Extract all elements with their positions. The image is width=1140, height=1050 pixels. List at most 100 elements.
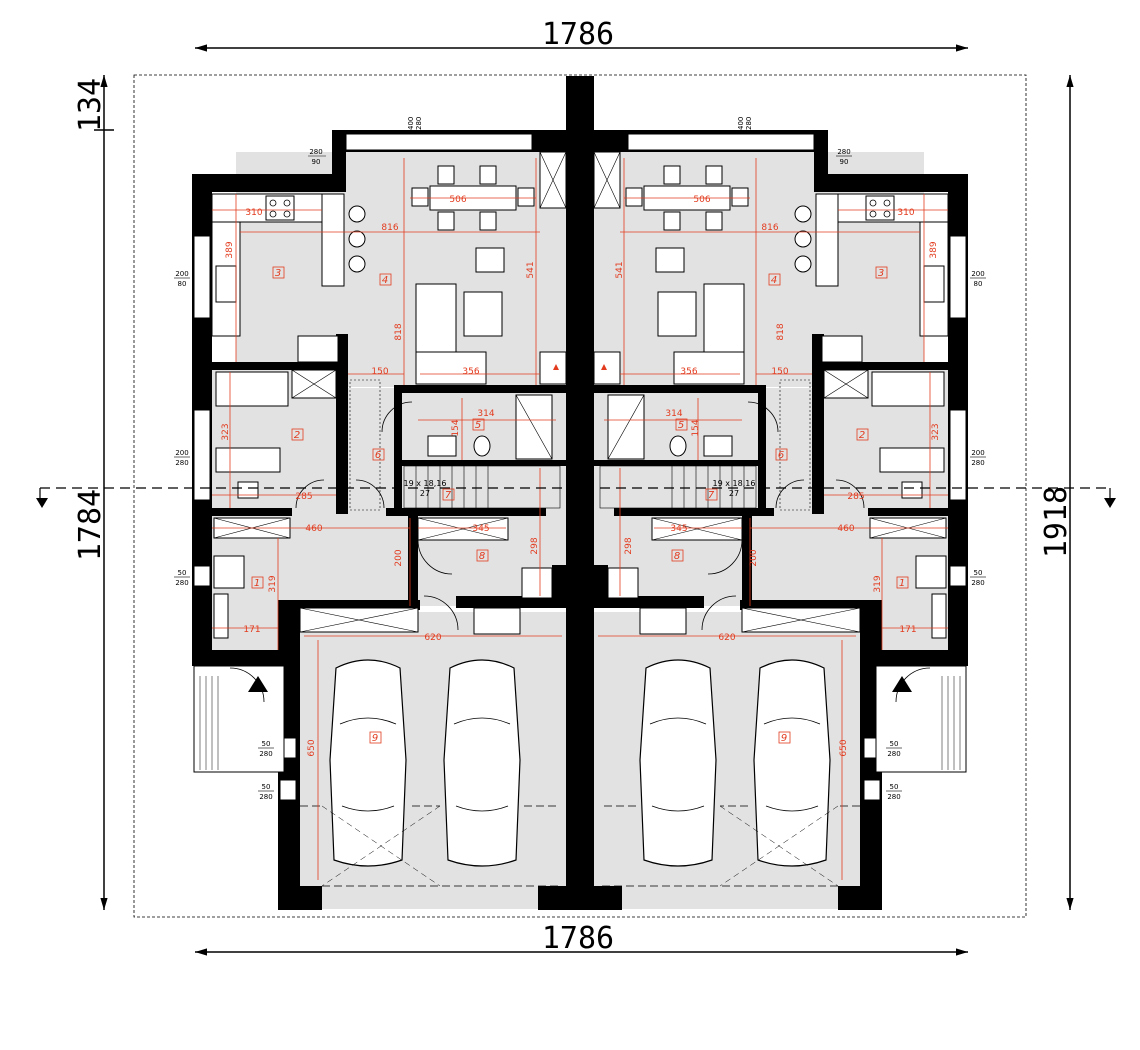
window-label: 280 (971, 579, 984, 587)
room-number: 3 (878, 268, 884, 279)
dim-bath-width: 314 (665, 409, 682, 419)
dim-bath-height: 154 (691, 419, 701, 436)
left-top-dimension: 134 (73, 78, 108, 132)
room-number: 2 (859, 430, 865, 441)
window-label: 90 (312, 158, 321, 166)
room-number: 6 (375, 450, 381, 461)
room-labels-right: 3 4 2 6 5 7 8 1 9 (671, 266, 909, 744)
window-label: 280 (837, 148, 850, 156)
window-labels-left: 400 280 280 90 200 80 200 280 50 280 50 … (174, 117, 423, 801)
window-label: 280 (887, 750, 900, 758)
room-number: 4 (771, 275, 777, 286)
room-number: 1 (254, 578, 260, 589)
window-label: 50 (890, 740, 899, 748)
dim-bath-width: 314 (477, 409, 494, 419)
room-number: 2 (294, 430, 300, 441)
dim-bath-height: 154 (451, 419, 461, 436)
dim-boiler-width: 345 (670, 524, 687, 534)
dim-kitchen-height: 389 (929, 241, 939, 258)
dim-living-height: 818 (776, 323, 786, 340)
dim-room2-width: 285 (295, 492, 312, 502)
dim-corridor-height: 298 (530, 537, 540, 554)
window-label: 200 (175, 270, 188, 278)
room-number: 5 (678, 420, 684, 431)
stair-spec-left: 19 x 18,16 (404, 479, 447, 488)
window-label: 280 (745, 117, 753, 130)
dim-boiler-width: 345 (472, 524, 489, 534)
room-labels-left: 3 4 2 6 5 7 8 1 9 (251, 266, 489, 744)
window-label: 280 (259, 793, 272, 801)
window-label: 50 (178, 569, 187, 577)
window-label: 50 (974, 569, 983, 577)
dim-corridor-height: 298 (624, 537, 634, 554)
window-label: 90 (840, 158, 849, 166)
dim-living-width: 816 (381, 223, 398, 233)
dim-entry-width: 171 (899, 625, 916, 635)
dim-dining-width: 506 (449, 195, 466, 205)
dim-entry-width: 171 (243, 625, 260, 635)
dim-living-depth: 541 (615, 261, 625, 278)
dim-room1-height: 319 (268, 575, 278, 592)
stair-steps-right: 27 (729, 489, 739, 498)
window-label: 400 (407, 117, 415, 130)
dim-room2-height: 323 (221, 423, 231, 440)
dim-hall-width: 150 (371, 367, 388, 377)
room-number: 5 (475, 420, 481, 431)
dim-living-depth: 541 (526, 261, 536, 278)
dim-living-height: 818 (394, 323, 404, 340)
room-number: 9 (372, 733, 378, 744)
window-label: 280 (887, 793, 900, 801)
dim-kitchen-height: 389 (225, 241, 235, 258)
window-label: 400 (737, 117, 745, 130)
room-number: 1 (899, 578, 905, 589)
dim-boiler-height: 200 (394, 549, 404, 566)
stair-spec-right: 19 x 18,16 (713, 479, 756, 488)
dim-garage-height: 650 (839, 739, 849, 756)
room-number: 4 (382, 275, 388, 286)
room-number: 6 (778, 450, 784, 461)
dim-garage-width: 620 (424, 633, 441, 643)
stair-steps-left: 27 (420, 489, 430, 498)
dim-garage-height: 650 (307, 739, 317, 756)
room-number: 9 (781, 733, 787, 744)
dim-sofa-width: 356 (680, 367, 697, 377)
dim-room2-height: 323 (931, 423, 941, 440)
window-label: 280 (175, 579, 188, 587)
window-label: 280 (971, 459, 984, 467)
room-number: 7 (445, 490, 452, 501)
right-height-dimension: 1918 (1039, 486, 1074, 558)
window-label: 200 (971, 270, 984, 278)
window-label: 200 (175, 449, 188, 457)
dim-dining-width: 506 (693, 195, 710, 205)
dimension-labels-left: 310 389 816 818 506 541 356 150 314 154 … (221, 195, 540, 757)
dim-room1-width: 460 (837, 524, 854, 534)
window-label: 50 (262, 783, 271, 791)
dim-room1-height: 319 (873, 575, 883, 592)
window-label: 80 (178, 280, 187, 288)
window-label: 280 (415, 117, 423, 130)
window-label: 280 (309, 148, 322, 156)
window-label: 280 (175, 459, 188, 467)
dimension-labels-right: 310 389 816 818 506 541 356 150 314 154 … (615, 195, 941, 757)
window-label: 50 (890, 783, 899, 791)
room-number: 7 (708, 490, 715, 501)
dim-sofa-width: 356 (462, 367, 479, 377)
room-number: 3 (275, 268, 281, 279)
room-number: 8 (674, 551, 680, 562)
dim-garage-width: 620 (718, 633, 735, 643)
dim-room1-width: 460 (305, 524, 322, 534)
dim-hall-width: 150 (771, 367, 788, 377)
dim-room2-width: 285 (847, 492, 864, 502)
bottom-width-dimension: 1786 (542, 921, 614, 956)
window-label: 80 (974, 280, 983, 288)
window-label: 50 (262, 740, 271, 748)
dim-living-width: 816 (761, 223, 778, 233)
window-labels-right: 400 280 280 90 200 80 200 280 50 280 50 … (737, 117, 986, 801)
room-number: 8 (479, 551, 485, 562)
left-height-dimension: 1784 (73, 489, 108, 561)
top-width-dimension: 1786 (542, 17, 614, 52)
dim-kitchen-width: 310 (897, 208, 914, 218)
window-label: 200 (971, 449, 984, 457)
dim-boiler-height: 200 (749, 549, 759, 566)
